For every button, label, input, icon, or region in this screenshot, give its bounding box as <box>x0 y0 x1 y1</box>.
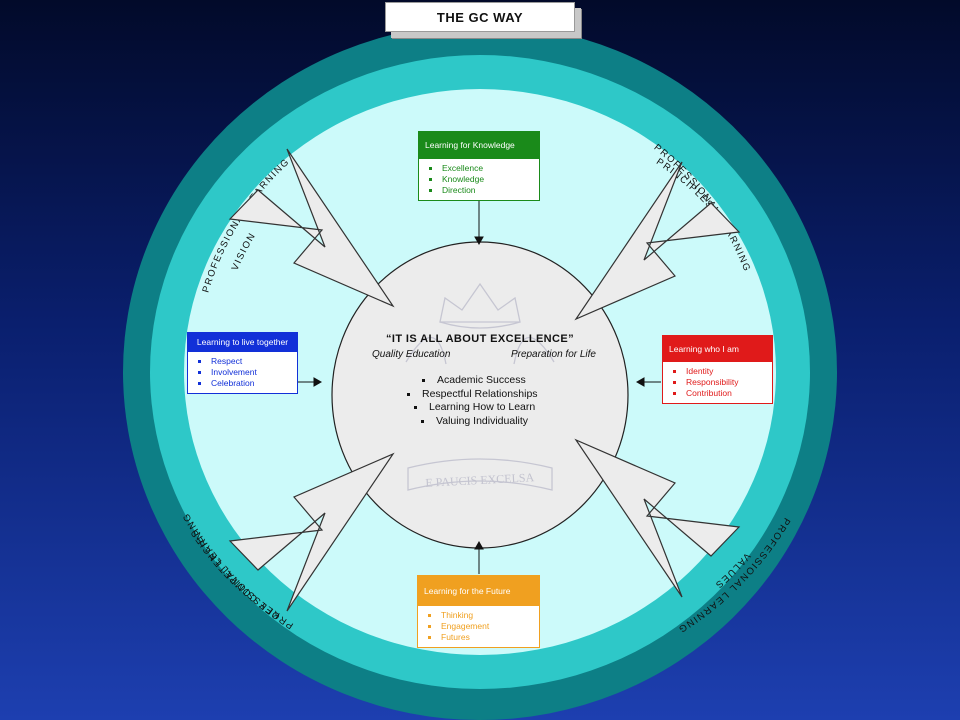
list-item: Engagement <box>428 621 533 632</box>
bullet-icon <box>673 370 676 373</box>
bullet-icon <box>414 406 417 410</box>
center-title: “IT IS ALL ABOUT EXCELLENCE” <box>385 333 575 345</box>
box-title: Learning for Knowledge <box>419 132 539 159</box>
bullet-icon <box>421 419 424 423</box>
list-item: Academic Success <box>350 374 610 388</box>
list-item: Celebration <box>198 378 291 389</box>
box-learning-for-knowledge: Learning for Knowledge Excellence Knowle… <box>418 131 540 201</box>
bullet-icon <box>428 636 431 639</box>
bullet-icon <box>673 392 676 395</box>
center-subtitle: Quality Education Preparation for Life <box>350 345 610 360</box>
box-learning-who-i-am: Learning who I am Identity Responsibilit… <box>662 335 773 404</box>
center-content: “IT IS ALL ABOUT EXCELLENCE” Quality Edu… <box>350 333 610 428</box>
subtitle-left: Quality Education <box>372 349 451 360</box>
bullet-icon <box>428 614 431 617</box>
list-item: Respectful Relationships <box>350 388 610 402</box>
connector-future-head <box>474 540 484 550</box>
list-item: Responsibility <box>673 377 766 388</box>
box-title: Learning for the Future <box>418 576 539 606</box>
bullet-icon <box>198 382 201 385</box>
bullet-icon <box>429 167 432 170</box>
bullet-icon <box>422 379 425 383</box>
bullet-icon <box>198 371 201 374</box>
connector-knowledge-head <box>474 236 484 246</box>
box-learning-to-live-together: Learning to live together Respect Involv… <box>187 332 298 394</box>
list-item: Identity <box>673 366 766 377</box>
arrow-key-competencies <box>228 452 395 612</box>
crest-watermark <box>405 282 555 491</box>
list-item: Contribution <box>673 388 766 399</box>
bullet-icon <box>429 178 432 181</box>
list-item: Learning How to Learn <box>350 401 610 415</box>
bullet-icon <box>428 625 431 628</box>
list-item: Futures <box>428 632 533 643</box>
page-title: THE GC WAY <box>385 2 575 32</box>
box-title: Learning who I am <box>663 336 772 362</box>
bullet-icon <box>407 392 410 396</box>
list-item: Excellence <box>429 163 533 174</box>
list-item: Thinking <box>428 610 533 621</box>
center-list: Academic Success Respectful Relationship… <box>350 374 610 428</box>
list-item: Respect <box>198 356 291 367</box>
list-item: Valuing Individuality <box>350 415 610 429</box>
box-list: Identity Responsibility Contribution <box>663 362 772 403</box>
arrow-values <box>574 438 741 598</box>
bullet-icon <box>198 360 201 363</box>
box-list: Thinking Engagement Futures <box>418 606 539 647</box>
motto-text: E PAUCIS EXCELSA <box>425 470 535 490</box>
bullet-icon <box>429 189 432 192</box>
arrow-principles <box>574 161 741 321</box>
box-list: Respect Involvement Celebration <box>188 352 297 393</box>
list-item: Involvement <box>198 367 291 378</box>
arrow-vision <box>228 148 395 308</box>
box-title: Learning to live together <box>188 333 297 352</box>
connector-live-together-head <box>313 377 323 387</box>
connector-who-i-am-head <box>635 377 645 387</box>
subtitle-right: Preparation for Life <box>510 349 596 360</box>
bullet-icon <box>673 381 676 384</box>
box-list: Excellence Knowledge Direction <box>419 159 539 200</box>
box-learning-for-the-future: Learning for the Future Thinking Engagem… <box>417 575 540 648</box>
list-item: Direction <box>429 185 533 196</box>
list-item: Knowledge <box>429 174 533 185</box>
